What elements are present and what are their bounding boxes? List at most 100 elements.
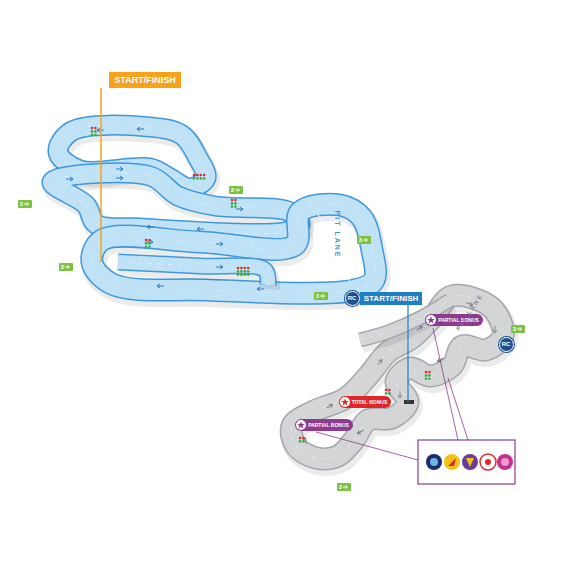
- signal-light: [244, 267, 247, 270]
- node-text: RC: [502, 341, 511, 347]
- signal-light: [200, 177, 203, 180]
- signal-light: [428, 378, 431, 381]
- signal-light: [196, 174, 199, 177]
- direction-arrow: [356, 428, 364, 435]
- signal-light: [234, 199, 237, 202]
- signal-light: [234, 202, 237, 205]
- node-text: 2: [231, 186, 234, 194]
- signal-light: [231, 206, 234, 209]
- grey-track: [291, 295, 505, 462]
- signal-light: [91, 134, 94, 137]
- star-icon: [296, 420, 306, 430]
- star-icon: [340, 397, 350, 407]
- direction-arrow: [116, 176, 123, 180]
- node-text: 3: [359, 236, 362, 244]
- signal-light: [231, 202, 234, 205]
- pit-lane-label: PIT LANE: [334, 210, 341, 258]
- signal-light: [244, 274, 247, 277]
- signal-light: [425, 374, 428, 377]
- tag-arrow: [235, 187, 241, 193]
- node-text: 2: [20, 200, 23, 208]
- track-details: [101, 88, 515, 484]
- tag-arrow: [363, 237, 369, 243]
- signal-light: [145, 242, 148, 245]
- direction-arrow: [66, 177, 73, 181]
- signal-light: [145, 239, 148, 242]
- star-icon: [426, 315, 436, 325]
- signal-light: [385, 392, 388, 395]
- signal-light: [237, 267, 240, 270]
- signal-light: [193, 174, 196, 177]
- section-tag: 3: [357, 236, 371, 244]
- signal-light: [234, 206, 237, 209]
- signal-light: [148, 242, 151, 245]
- track-edge: [92, 204, 376, 293]
- signal-light: [299, 440, 302, 443]
- node-text: START/FINISH: [364, 294, 419, 303]
- signal-light: [247, 270, 250, 273]
- bonus-badge: PARTIAL BONUS: [295, 419, 353, 431]
- signal-light: [148, 246, 151, 249]
- direction-arrow: [326, 403, 334, 410]
- signal-light: [299, 437, 302, 440]
- signal-light: [240, 267, 243, 270]
- signal-light: [196, 177, 199, 180]
- direction-arrow: [137, 127, 144, 131]
- direction-arrow: [157, 284, 164, 288]
- start-pole: [100, 88, 102, 262]
- node-text: 2: [61, 263, 64, 271]
- signal-light: [145, 246, 148, 249]
- tag-arrow: [320, 293, 326, 299]
- section-tag: 3: [314, 292, 328, 300]
- direction-arrow: [236, 207, 243, 211]
- signal-light: [237, 274, 240, 277]
- signal-light: [193, 177, 196, 180]
- signal-light: [237, 270, 240, 273]
- node-text: 2: [339, 483, 342, 491]
- track-centre: [92, 204, 376, 293]
- signal-light: [388, 392, 391, 395]
- signal-light: [302, 437, 305, 440]
- section-tag: 2: [337, 483, 351, 491]
- track-edge: [52, 173, 300, 234]
- direction-arrow: [216, 265, 223, 269]
- track-surface: [118, 262, 268, 285]
- tag-arrow: [343, 484, 349, 490]
- direction-arrow: [416, 325, 424, 332]
- leader-line: [448, 378, 468, 440]
- track-centre: [118, 262, 268, 285]
- track-edge: [118, 262, 268, 285]
- signal-light: [240, 274, 243, 277]
- bonus-badge: TOTAL BONUS: [339, 396, 392, 408]
- node-text: PARTIAL BONUS: [308, 422, 349, 428]
- start-finish-label: START/FINISH: [109, 72, 180, 88]
- signal-light: [91, 130, 94, 133]
- pit-lane-line: [318, 214, 350, 282]
- signal-light: [94, 127, 97, 130]
- leader-line: [433, 328, 458, 440]
- node-text: START/FINISH: [114, 75, 175, 85]
- tag-arrow: [24, 201, 30, 207]
- signal-light: [231, 199, 234, 202]
- signal-light: [94, 130, 97, 133]
- start-pole: [407, 305, 408, 402]
- signal-light: [247, 267, 250, 270]
- race-control-badge: RC: [499, 337, 514, 352]
- signal-light: [94, 134, 97, 137]
- direction-arrow: [147, 225, 154, 229]
- signal-light: [148, 239, 151, 242]
- signal-light: [240, 270, 243, 273]
- node-text: 3: [316, 292, 319, 300]
- node-text: 3: [513, 325, 516, 333]
- race-control-badge: RC: [345, 291, 360, 306]
- signal-light: [428, 374, 431, 377]
- direction-arrow: [376, 358, 384, 366]
- direction-arrow: [493, 326, 497, 333]
- signal-light: [388, 389, 391, 392]
- signal-light: [247, 274, 250, 277]
- leader-line: [316, 432, 418, 460]
- track-surface: [92, 204, 376, 293]
- section-tag: 3: [511, 325, 525, 333]
- direction-arrow: [116, 167, 123, 171]
